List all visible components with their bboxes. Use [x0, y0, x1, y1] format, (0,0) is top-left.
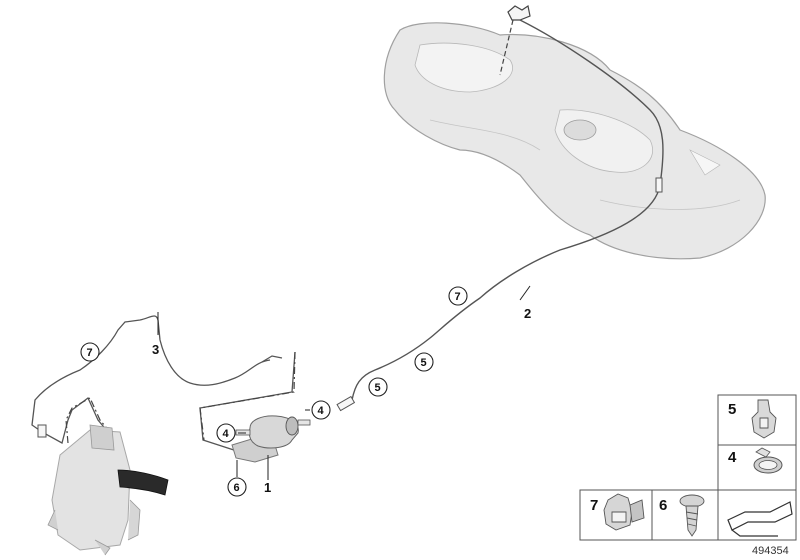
svg-text:5: 5	[421, 357, 427, 369]
circled-callout-7-left: 7	[80, 342, 100, 362]
svg-text:4: 4	[223, 428, 230, 440]
clip-icon	[751, 399, 777, 439]
circled-callout-6: 6	[227, 477, 247, 497]
svg-text:7: 7	[455, 291, 461, 303]
svg-text:5: 5	[375, 382, 381, 394]
circled-callout-5-lower: 5	[368, 377, 388, 397]
fuel-filter	[231, 415, 311, 463]
fuel-tank	[383, 22, 766, 260]
callout-3: 3	[152, 342, 159, 357]
screw-icon	[679, 494, 705, 537]
legend-label-5: 5	[728, 401, 736, 418]
diagram-id: 494354	[752, 545, 789, 557]
hose-clamp-icon	[753, 447, 783, 474]
callout-1: 1	[264, 480, 271, 495]
circled-callout-5-upper: 5	[414, 352, 434, 372]
arrow-icon	[727, 501, 793, 537]
callout-2: 2	[524, 306, 531, 321]
leader-lines	[157, 285, 531, 480]
pipe-clip-icon	[603, 493, 645, 531]
charcoal-canister	[47, 424, 169, 556]
svg-text:7: 7	[87, 347, 93, 359]
svg-text:6: 6	[234, 482, 240, 494]
circled-callout-4-left: 4	[216, 423, 236, 443]
legend-label-7: 7	[590, 497, 598, 514]
tank-vent-fitting	[499, 5, 531, 76]
line-3-connector	[37, 424, 47, 438]
line-2-connector	[336, 177, 663, 412]
legend-label-6: 6	[659, 497, 667, 514]
svg-text:4: 4	[318, 405, 325, 417]
line-3-dashed-section	[65, 351, 296, 444]
legend-label-4: 4	[728, 449, 737, 466]
circled-callout-7-upper: 7	[448, 286, 468, 306]
circled-callout-4-right: 4	[311, 400, 331, 420]
fuel-line-2	[345, 19, 664, 407]
